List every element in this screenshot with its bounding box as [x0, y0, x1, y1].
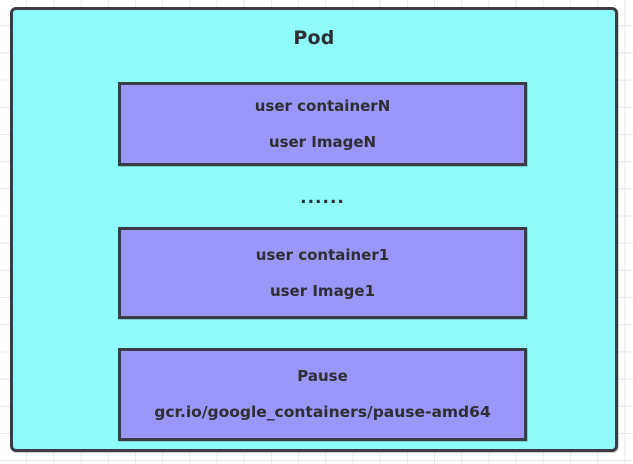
container-1-name: user container1: [255, 246, 390, 264]
ellipsis-separator: ......: [300, 188, 345, 208]
container-box-1[interactable]: user container1 user Image1: [118, 227, 527, 319]
container-1-image: user Image1: [269, 282, 376, 300]
pause-container-name: Pause: [297, 367, 348, 386]
pod-title: Pod: [293, 27, 335, 49]
container-box-pause[interactable]: Pause gcr.io/google_containers/pause-amd…: [118, 348, 527, 441]
container-box-n[interactable]: user containerN user ImageN: [118, 82, 527, 166]
pod-container[interactable]: Pod user containerN user ImageN ...... u…: [10, 7, 618, 452]
pause-container-image: gcr.io/google_containers/pause-amd64: [154, 403, 491, 422]
container-n-name: user containerN: [254, 97, 391, 115]
container-n-image: user ImageN: [268, 133, 377, 151]
